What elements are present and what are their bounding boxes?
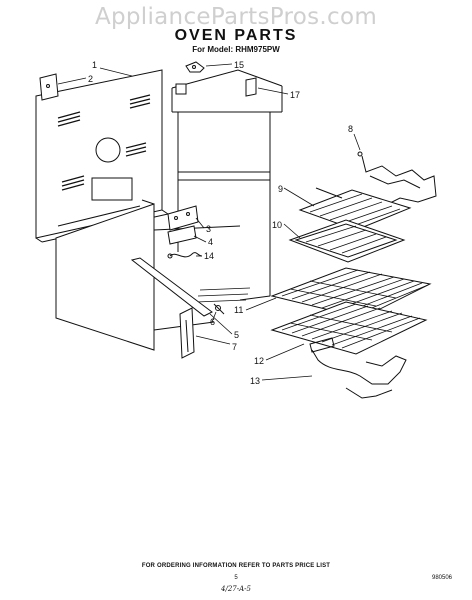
callout-1: 1	[92, 60, 97, 70]
mounting-plate-part	[167, 225, 197, 245]
callout-5: 5	[234, 330, 239, 340]
callout-17: 17	[290, 90, 300, 100]
callout-15: 15	[234, 60, 244, 70]
ordering-footer: FOR ORDERING INFORMATION REFER TO PARTS …	[141, 563, 331, 569]
handwritten-note: 4/27-A-5	[221, 585, 251, 593]
broil-pan-part	[288, 219, 406, 263]
callout-8: 8	[348, 124, 353, 134]
watermark: AppliancePartsPros.com	[94, 4, 378, 30]
callout-6: 6	[210, 317, 215, 327]
callout-11: 11	[234, 305, 243, 315]
oven-liner-side-panel	[55, 199, 251, 351]
callout-13: 13	[250, 376, 260, 386]
small-fitting-part	[245, 77, 257, 97]
rear-panel-part	[35, 69, 169, 243]
callout-14: 14	[204, 251, 214, 261]
lower-element-part	[311, 349, 407, 399]
callout-3: 3	[206, 224, 211, 234]
oven-cabinet-frame	[171, 69, 283, 301]
callout-7: 7	[232, 342, 237, 352]
diagram-title: OVEN PARTS	[174, 27, 298, 44]
broil-element-part	[298, 187, 412, 231]
leader-lines	[57, 63, 361, 381]
document-code: 980506	[432, 575, 453, 581]
bracket-part	[167, 205, 199, 231]
callout-numbers: 1 2 3 4 5 6 7 8 9 10 11 12 13 14 15 17	[88, 60, 353, 386]
callout-9: 9	[278, 184, 283, 194]
bake-element-part	[357, 151, 437, 207]
model-line: For Model: RHM975PW	[192, 45, 280, 54]
front-frame-bar-part	[130, 257, 225, 317]
clip-part	[185, 61, 205, 73]
small-plate-part	[39, 73, 59, 101]
callout-10: 10	[272, 220, 282, 230]
callout-2: 2	[88, 74, 93, 84]
trim-piece-part	[179, 307, 195, 359]
callout-4: 4	[208, 237, 213, 247]
lower-rack-part	[270, 301, 428, 355]
wire-part	[167, 252, 203, 259]
callout-12: 12	[254, 356, 264, 366]
page-number: 5	[234, 575, 238, 581]
